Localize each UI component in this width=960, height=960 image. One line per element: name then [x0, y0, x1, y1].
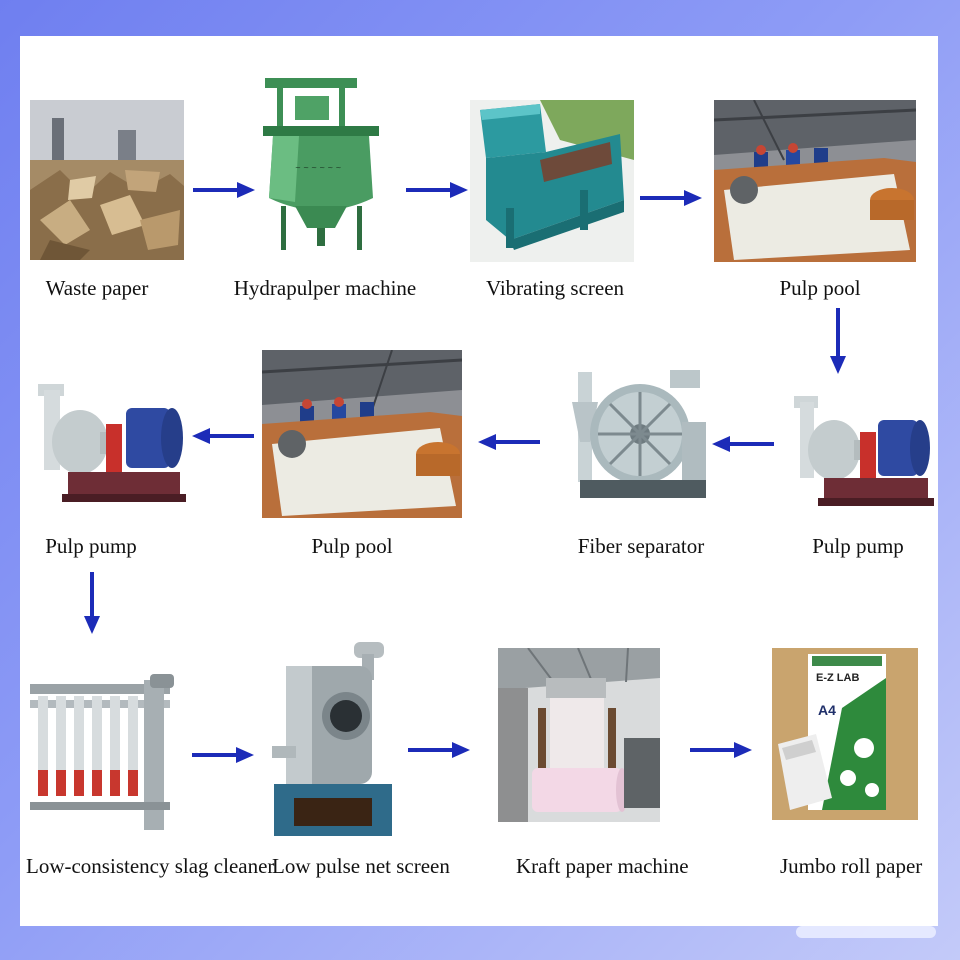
step-label-hydrapulper-machine: Hydrapulper machine [233, 276, 417, 300]
pulp-pool-photo [714, 100, 916, 262]
flow-arrow-right [193, 180, 255, 200]
flow-arrow-left [478, 432, 540, 452]
step-label-pulse-net-screen: Low pulse net screen [272, 854, 450, 878]
flow-arrow-left [712, 434, 774, 454]
step-label-kraft-paper-machine: Kraft paper machine [516, 854, 689, 878]
flow-arrow-right [406, 180, 468, 200]
step-label-waste-paper: Waste paper [45, 276, 149, 300]
pulp-pump-photo [36, 380, 186, 508]
waste-paper-photo [30, 100, 184, 260]
hydrapulper-machine-photo: ~ ~ ~ ~ ~ ~ [255, 78, 387, 250]
flow-arrow-down [828, 308, 848, 374]
flow-arrow-down [82, 572, 102, 634]
step-label-slag-cleaner: Low-consistency slag cleaner [26, 854, 275, 878]
watermark-logo [796, 922, 936, 942]
jumbo-roll-paper-photo: E-Z LAB A4 [772, 648, 918, 820]
flow-arrow-right [690, 740, 752, 760]
step-label-vibrating-screen: Vibrating screen [485, 276, 625, 300]
kraft-paper-machine-photo [498, 648, 660, 822]
flow-arrow-right [408, 740, 470, 760]
package-brand-text: E-Z LAB [816, 672, 860, 684]
fiber-separator-photo [570, 362, 710, 504]
step-label-pulp-pool: Pulp pool [779, 276, 861, 300]
package-size-text: A4 [818, 702, 836, 718]
pulse-net-screen-photo [266, 636, 396, 838]
step-label-fiber-separator: Fiber separator [577, 534, 705, 558]
step-label-jumbo-roll-paper: Jumbo roll paper [780, 854, 923, 878]
flow-arrow-right [640, 188, 702, 208]
svg-text:~ ~ ~ ~ ~ ~: ~ ~ ~ ~ ~ ~ [295, 164, 341, 172]
slag-cleaner-photo [30, 670, 176, 838]
vibrating-screen-photo [470, 100, 634, 262]
step-label-pulp-pool: Pulp pool [311, 534, 393, 558]
flow-arrow-left [192, 426, 254, 446]
flow-arrow-right [192, 745, 254, 765]
step-label-pulp-pump: Pulp pump [45, 534, 137, 558]
pulp-pump-photo [794, 392, 934, 512]
pulp-pool-photo [262, 350, 462, 518]
step-label-pulp-pump: Pulp pump [812, 534, 904, 558]
